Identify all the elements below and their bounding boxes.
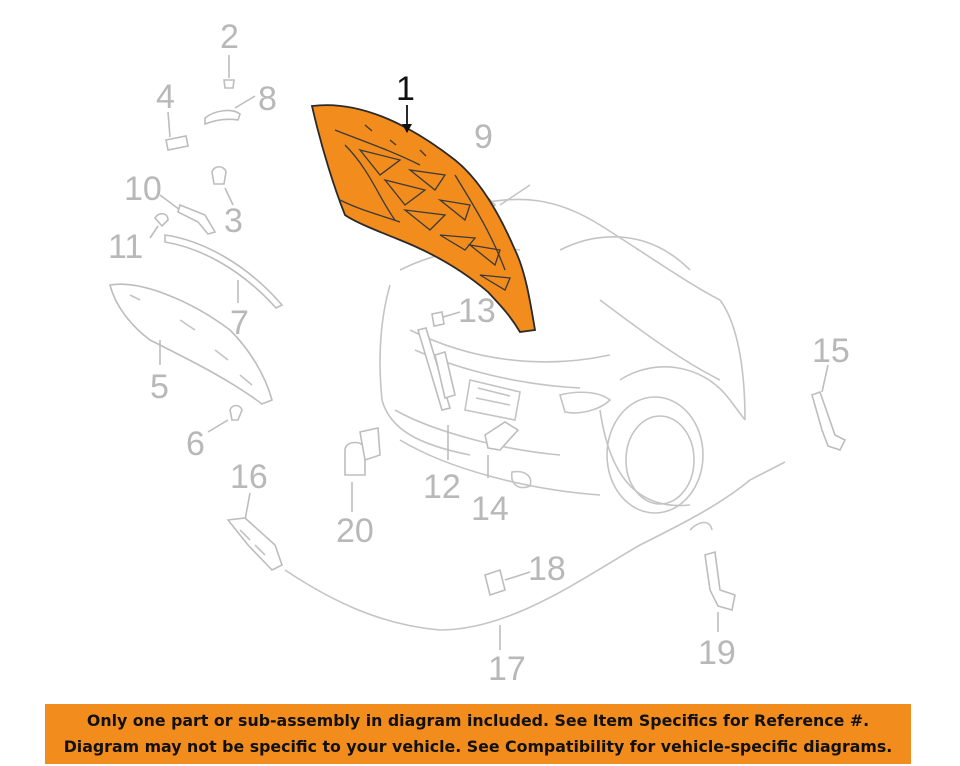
disclaimer-banner: Only one part or sub-assembly in diagram… <box>45 704 911 764</box>
callout-6: 6 <box>186 425 205 463</box>
callout-20: 20 <box>336 512 374 550</box>
callout-3: 3 <box>224 202 243 240</box>
part-11-clip <box>149 212 169 239</box>
part-17-cable <box>284 461 786 650</box>
part-2-clip <box>223 55 235 89</box>
callout-18: 18 <box>528 550 566 588</box>
disclaimer-line-2: Diagram may not be specific to your vehi… <box>63 737 893 756</box>
callout-2: 2 <box>220 18 239 56</box>
callout-1: 1 <box>396 70 415 108</box>
part-4-bumper <box>165 111 189 151</box>
part-20-bumper <box>344 427 381 512</box>
part-1-hood <box>310 104 537 333</box>
part-10-clip <box>159 194 217 235</box>
callout-15: 15 <box>812 332 850 370</box>
part-6-clip <box>207 404 243 433</box>
callout-labels: 1 2 3 4 5 6 7 8 9 10 11 12 13 14 15 16 1… <box>108 18 850 688</box>
part-19-bracket <box>704 550 736 632</box>
callout-17: 17 <box>488 650 526 688</box>
disclaimer-line-1: Only one part or sub-assembly in diagram… <box>86 711 870 730</box>
part-12-strut <box>416 327 456 460</box>
callout-8: 8 <box>258 80 277 118</box>
callout-5: 5 <box>150 368 169 406</box>
part-16-handle <box>226 492 283 571</box>
part-13-clip <box>431 311 461 327</box>
part-15-hinge <box>811 364 847 451</box>
callout-4: 4 <box>156 78 175 116</box>
part-14-latch <box>484 421 520 478</box>
part-7-strip <box>164 234 284 309</box>
part-5-insulator <box>109 283 273 405</box>
callout-13: 13 <box>458 292 496 330</box>
parts-diagram: 1 2 3 4 5 6 7 8 9 10 11 12 13 14 15 16 1… <box>108 18 850 688</box>
callout-12: 12 <box>423 468 461 506</box>
callout-19: 19 <box>698 634 736 672</box>
part-3-grommet <box>211 165 234 206</box>
vehicle-outline <box>379 184 746 514</box>
callout-10: 10 <box>124 170 162 208</box>
part-8-bracket <box>204 95 256 126</box>
callout-7: 7 <box>230 304 249 342</box>
callout-14: 14 <box>471 490 509 528</box>
part-18-clip <box>484 568 531 597</box>
callout-9: 9 <box>474 118 493 156</box>
callout-11: 11 <box>108 228 143 266</box>
callout-16: 16 <box>230 458 268 496</box>
